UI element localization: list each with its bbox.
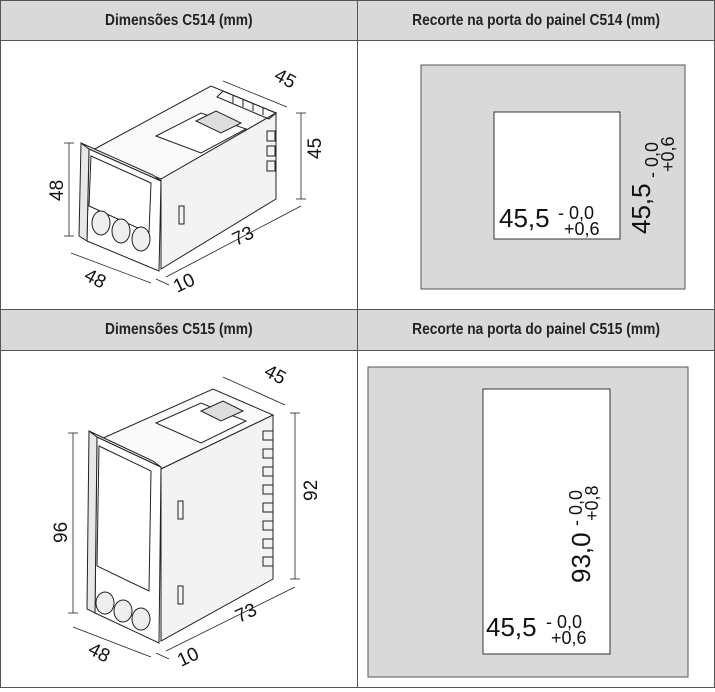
header-c515-cutout: Recorte na porta do painel C515 (mm) <box>357 309 715 351</box>
header-c514-cutout: Recorte na porta do painel C514 (mm) <box>357 0 715 41</box>
c514-height-tol-upper: - 0,0 <box>642 142 662 178</box>
c515-height-value: 93,0 <box>566 532 596 583</box>
header-c515-dimensions: Dimensões C515 (mm) <box>0 309 358 351</box>
c514-height-value: 45,5 <box>626 183 656 234</box>
c514-width-tol-lower: +0,6 <box>564 219 600 239</box>
c515-width-value: 45,5 <box>486 612 537 642</box>
c514-front-height-label: 48 <box>47 180 68 201</box>
header-c514-dimensions: Dimensões C514 (mm) <box>0 0 358 41</box>
c514-top-depth-label: 45 <box>271 65 300 93</box>
c514-cutout-opening <box>493 111 621 240</box>
c514-cutout-drawing: 45,5 - 0,0 +0,6 45,5 - 0,0 +0,6 <box>420 64 686 290</box>
c515-bezel-depth-label: 10 <box>174 644 202 672</box>
c515-front-height-label: 96 <box>51 522 72 543</box>
header-c515-dimensions-text: Dimensões C515 (mm) <box>105 321 253 338</box>
header-c515-cutout-text: Recorte na porta do painel C515 (mm) <box>412 321 660 338</box>
c515-side-height-label: 92 <box>301 480 322 501</box>
c515-top-depth-label: 45 <box>261 361 290 389</box>
c515-width-tol-lower: +0,6 <box>551 628 587 648</box>
c514-bezel-depth-label: 10 <box>170 270 198 298</box>
header-c514-dimensions-text: Dimensões C514 (mm) <box>105 11 253 29</box>
c514-height-tol-lower: +0,6 <box>658 136 678 172</box>
cell-c514-cutout: 45,5 - 0,0 +0,6 45,5 - 0,0 +0,6 <box>357 40 715 310</box>
c515-height-tol-upper: - 0,0 <box>566 490 586 526</box>
c515-cutout-drawing: 45,5 - 0,0 +0,6 93,0 - 0,0 +0,8 <box>367 366 689 678</box>
c514-body-depth-label: 73 <box>229 223 257 251</box>
c514-side-height-label: 45 <box>305 138 326 159</box>
c515-width-tol-upper: - 0,0 <box>546 612 582 632</box>
cell-c515-cutout: 45,5 - 0,0 +0,6 93,0 - 0,0 +0,8 <box>357 350 715 688</box>
c514-width-tol-upper: - 0,0 <box>558 203 594 223</box>
cell-c514-device: 45 45 48 48 10 73 <box>0 40 358 310</box>
c515-body-depth-label: 73 <box>232 600 260 628</box>
c514-width-value: 45,5 <box>499 203 550 233</box>
cell-c515-device: 45 92 96 48 10 73 <box>0 350 358 688</box>
c515-height-tol-lower: +0,8 <box>582 485 602 521</box>
c514-front-width-label: 48 <box>81 265 110 293</box>
c515-device-drawing: 45 92 96 48 10 73 <box>51 361 322 672</box>
c515-cutout-opening <box>482 388 611 655</box>
header-c514-cutout-text: Recorte na porta do painel C514 (mm) <box>412 11 660 29</box>
c514-device-drawing: 45 45 48 48 10 73 <box>47 65 326 298</box>
c515-front-width-label: 48 <box>85 639 114 667</box>
